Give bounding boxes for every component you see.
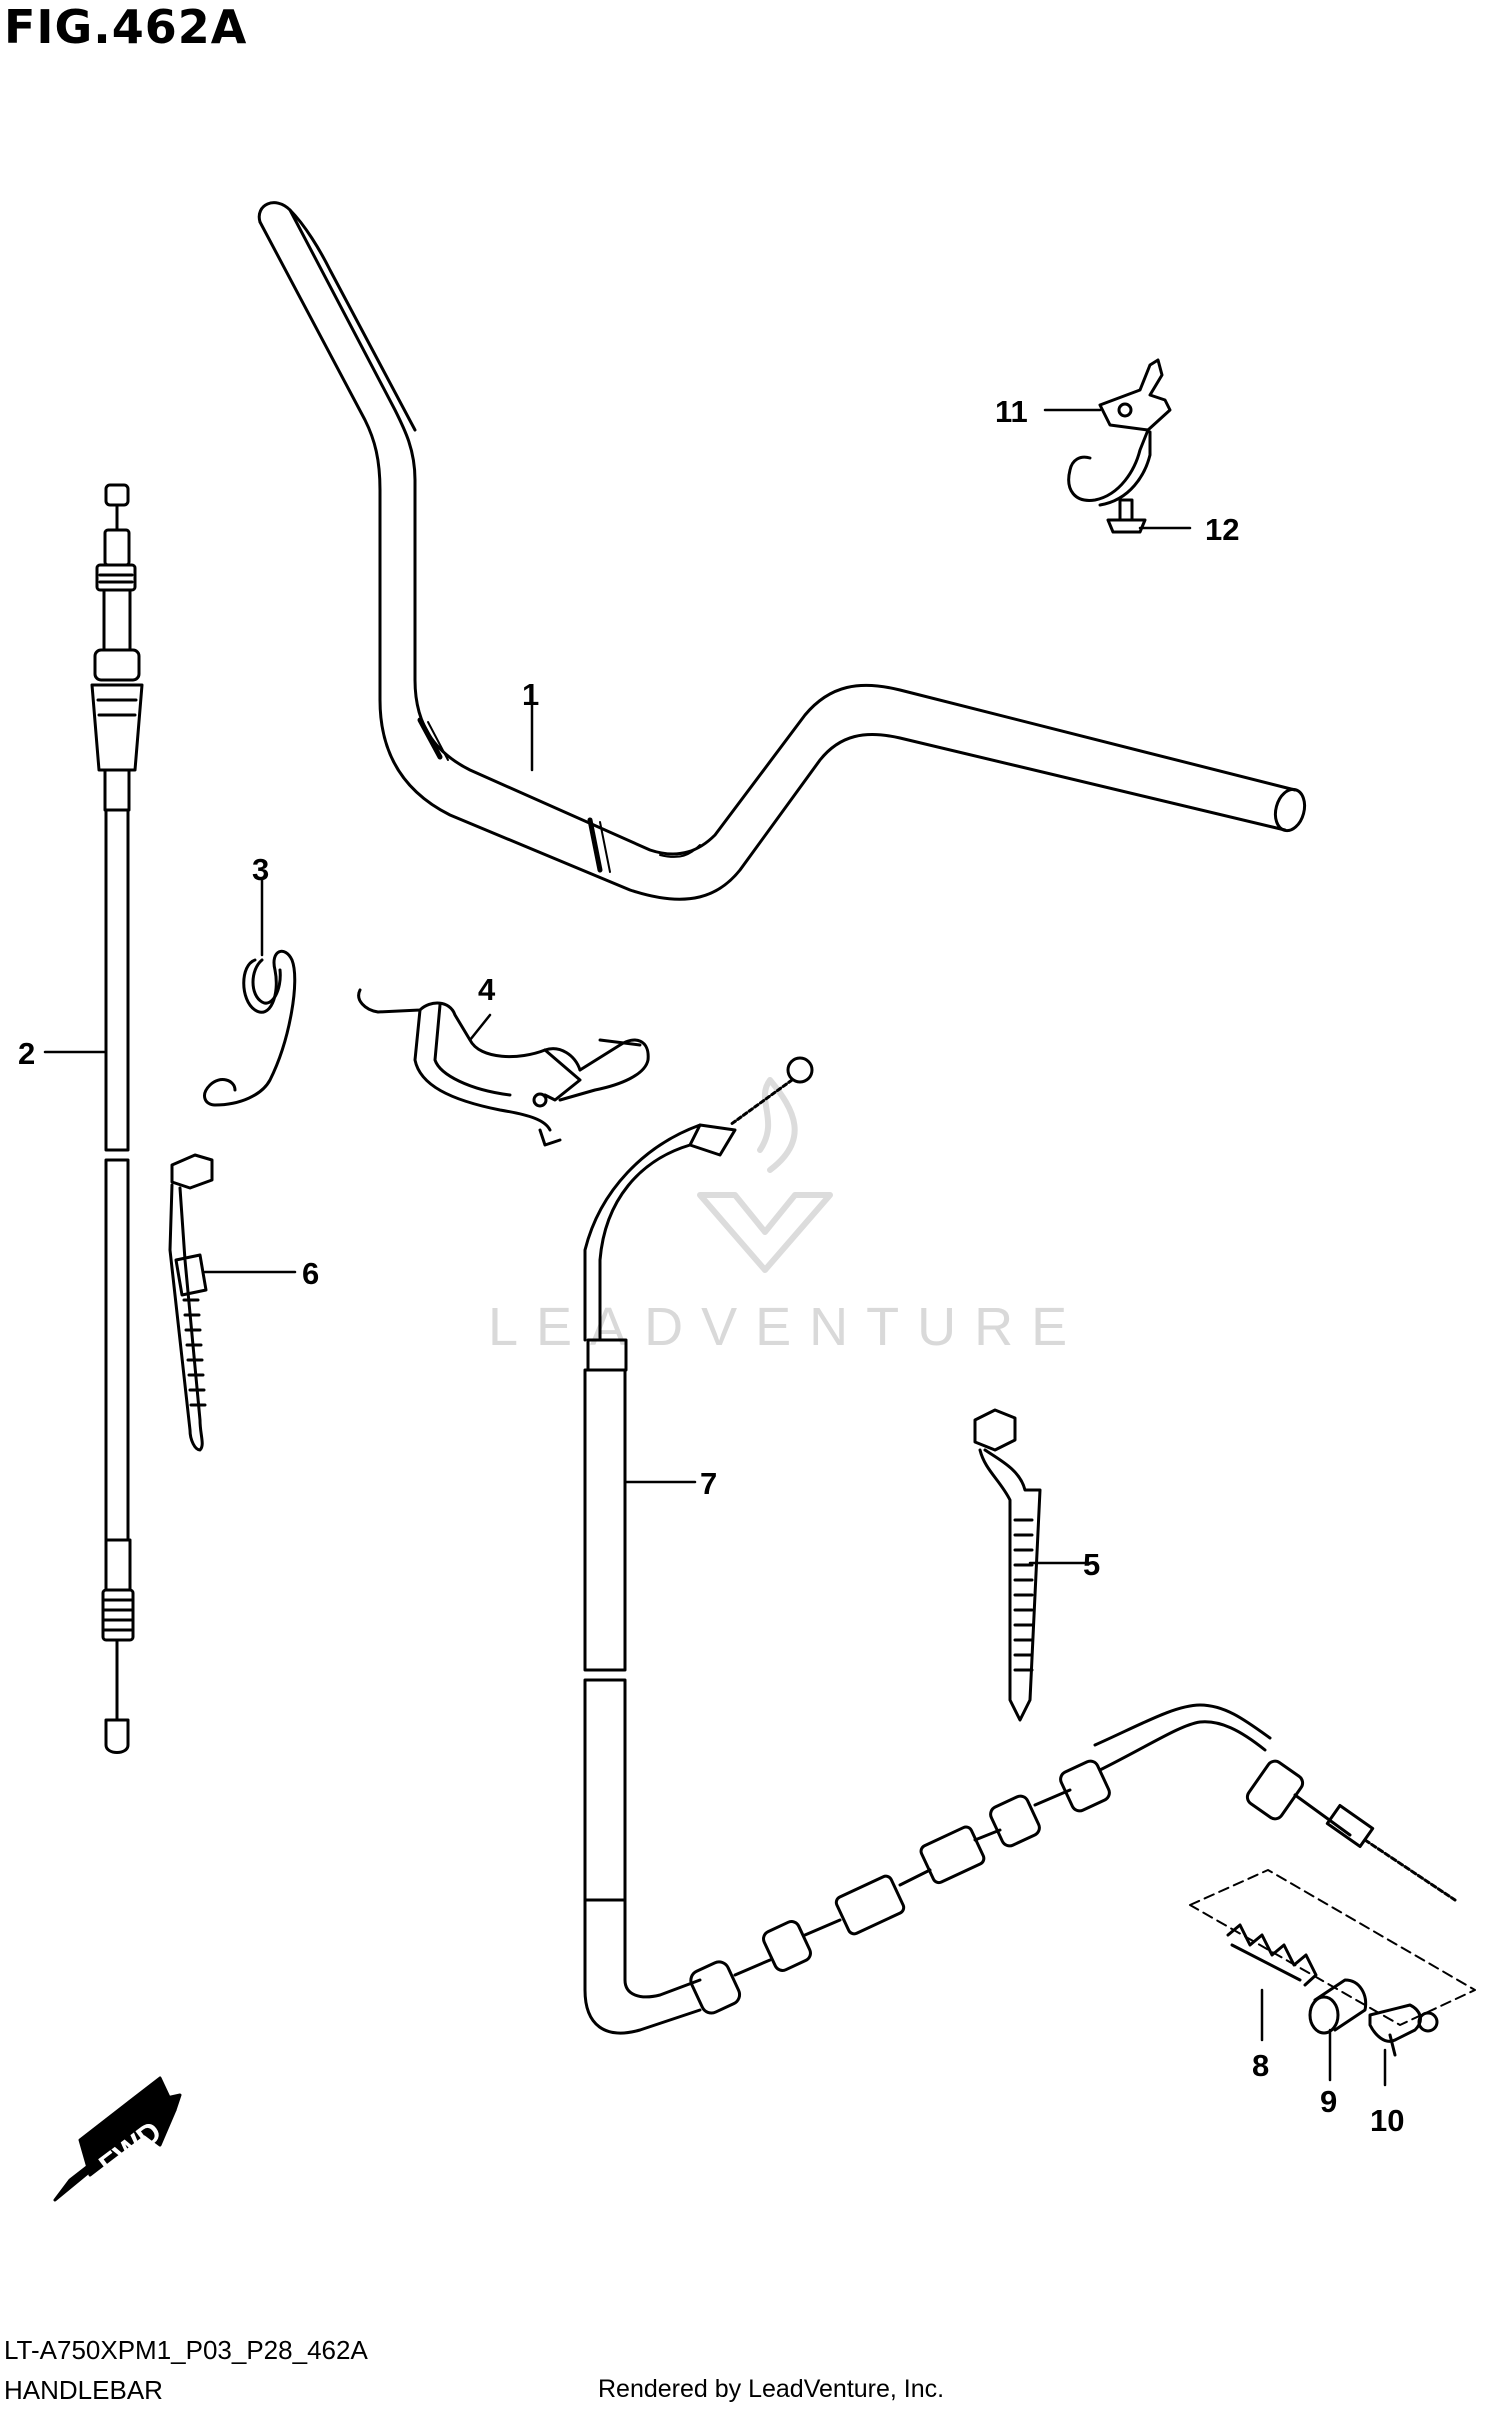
cable-tie-part-5 xyxy=(973,1408,1042,1722)
throttle-cable-part-7 xyxy=(583,1056,1457,2035)
parts-set-bracket xyxy=(1189,1869,1476,2026)
callout-7: 7 xyxy=(700,1466,717,1501)
callout-10: 10 xyxy=(1370,2103,1404,2138)
screw-part-12 xyxy=(1106,498,1147,534)
clip-part-10 xyxy=(1368,2003,1439,2057)
bracket-part-11 xyxy=(1067,358,1172,507)
cable-part-2 xyxy=(90,483,144,1754)
wire-clamp-part-3 xyxy=(203,949,297,1107)
callout-6: 6 xyxy=(302,1256,319,1291)
callout-11: 11 xyxy=(995,394,1028,429)
callout-12: 12 xyxy=(1205,512,1239,547)
callout-9: 9 xyxy=(1320,2084,1337,2119)
spring-part-8 xyxy=(1226,1923,1318,1987)
callout-1: 1 xyxy=(522,677,539,712)
watermark-logo xyxy=(697,1077,833,1273)
cable-guide-part-4 xyxy=(357,988,650,1147)
model-code: LT-A750XPM1_P03_P28_462A xyxy=(4,2335,368,2365)
handlebar-part-1 xyxy=(257,201,1307,901)
figure-title: FIG.462A xyxy=(4,0,248,54)
callout-2: 2 xyxy=(18,1036,35,1071)
cable-tie-part-6 xyxy=(168,1153,214,1452)
forward-direction-arrow xyxy=(53,2076,182,2202)
render-credit: Rendered by LeadVenture, Inc. xyxy=(598,2375,945,2403)
callout-3: 3 xyxy=(252,852,269,887)
section-name: HANDLEBAR xyxy=(4,2375,163,2405)
callout-5: 5 xyxy=(1083,1547,1100,1582)
callout-4: 4 xyxy=(478,972,496,1007)
watermark-text: LEADVENTURE xyxy=(488,1297,1085,1357)
adjuster-part-9 xyxy=(1308,1978,1368,2035)
leader-lines xyxy=(43,408,1387,2087)
callout-8: 8 xyxy=(1252,2048,1269,2083)
